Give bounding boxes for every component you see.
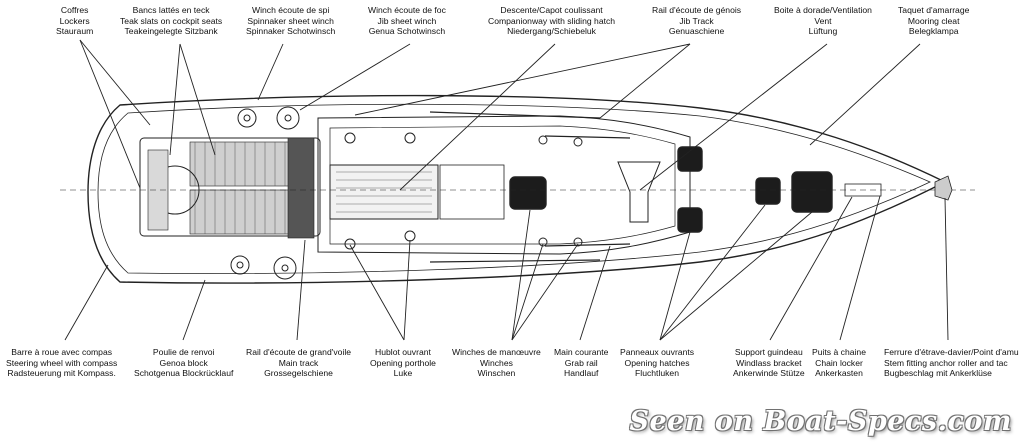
label-line: Ferrure d'étrave-davier/Point d'amu — [884, 347, 1019, 357]
label-support: Support guindeau Windlass bracket Ankerw… — [733, 347, 805, 379]
label-hublot: Hublot ouvrant Opening porthole Luke — [370, 347, 436, 379]
label-line: Hublot ouvrant — [375, 347, 431, 357]
label-panneaux: Panneaux ouvrants Opening hatches Flucht… — [620, 347, 694, 379]
label-line: Rail d'écoute de grand'voile — [246, 347, 352, 357]
label-taquet: Taquet d'amarrage Mooring cleat Belegkla… — [898, 5, 969, 37]
label-line: Winch écoute de foc — [368, 5, 446, 15]
hull-outline — [87, 94, 947, 284]
label-boite-dorade: Boite à dorade/Ventilation Vent Lüftung — [774, 5, 872, 37]
label-line: Bugbeschlag mit Ankerklüse — [884, 368, 992, 379]
winch — [276, 106, 300, 130]
label-line: Belegklampa — [908, 26, 959, 37]
label-winches: Winches de manœuvre Winches Winschen — [452, 347, 541, 379]
label-line: Radsteuerung mit Kompass. — [7, 368, 116, 379]
label-line: Panneaux ouvrants — [620, 347, 695, 357]
label-winch-spi: Winch écoute de spi Spinnaker sheet winc… — [246, 5, 335, 37]
label-coffres: Coffres Lockers Stauraum — [56, 5, 93, 37]
label-line: Ankerwinde Stütze — [733, 368, 805, 379]
label-poulie: Poulie de renvoi Genoa block Schotgenua … — [134, 347, 233, 379]
label-line: Teakeingelegte Sitzbank — [124, 26, 218, 37]
label-line: Stem fitting anchor roller and tac — [884, 357, 1008, 368]
winch — [344, 132, 356, 144]
hatch — [677, 146, 703, 172]
companionway-hatch — [329, 164, 439, 220]
watermark: Seen on Boat-Specs.com — [629, 406, 1012, 437]
winch — [344, 238, 356, 250]
label-line: Genua Schotwinsch — [368, 26, 446, 37]
label-line: Rail d'écoute de génois — [652, 5, 742, 15]
label-line: Coffres — [60, 5, 89, 15]
label-main-courante: Main courante Grab rail Handlauf — [554, 347, 608, 379]
label-line: Lüftung — [808, 26, 838, 37]
hatch — [677, 207, 703, 233]
label-line: Chain locker — [815, 357, 863, 368]
label-line: Opening porthole — [370, 357, 436, 368]
winch — [230, 255, 250, 275]
winch — [273, 256, 297, 280]
label-line: Barre à roue avec compas — [11, 347, 113, 357]
hatch — [791, 171, 833, 213]
label-line: Ankerkasten — [815, 368, 863, 379]
label-line: Winches — [479, 357, 513, 368]
label-line: Opening hatches — [624, 357, 690, 368]
label-line: Descente/Capot coulissant — [500, 5, 603, 15]
label-line: Jib Track — [679, 15, 714, 26]
label-line: Spinnaker sheet winch — [247, 15, 334, 26]
label-line: Vent — [814, 15, 832, 26]
label-winch-foc: Winch écoute de foc Jib sheet winch Genu… — [368, 5, 446, 37]
label-line: Fluchtluken — [635, 368, 679, 379]
stem-fitting — [934, 175, 953, 201]
label-line: Jib sheet winch — [377, 15, 437, 26]
winch — [237, 108, 257, 128]
label-line: Winschen — [477, 368, 516, 379]
label-line: Main courante — [554, 347, 609, 357]
label-line: Main track — [278, 357, 319, 368]
label-line: Luke — [393, 368, 413, 379]
label-line: Winches de manœuvre — [452, 347, 541, 357]
label-line: Genoa block — [159, 357, 208, 368]
label-line: Schotgenua Blockrücklauf — [134, 368, 234, 379]
label-line: Steering wheel with compass — [6, 357, 118, 368]
label-bancs: Bancs lattés en teck Teak slats on cockp… — [120, 5, 222, 37]
label-line: Handlauf — [564, 368, 599, 379]
label-rail-gv: Rail d'écoute de grand'voile Main track … — [246, 347, 351, 379]
label-line: Boite à dorade/Ventilation — [774, 5, 872, 15]
main-track — [287, 137, 315, 239]
label-line: Grab rail — [564, 357, 598, 368]
label-rail-genois: Rail d'écoute de génois Jib Track Genuas… — [652, 5, 741, 37]
hatch — [509, 176, 547, 210]
label-line: Genuaschiene — [668, 26, 725, 37]
hatch — [755, 177, 781, 205]
label-line: Taquet d'amarrage — [898, 5, 970, 15]
windlass — [844, 183, 882, 197]
label-line: Winch écoute de spi — [251, 5, 330, 15]
label-line: Stauraum — [56, 26, 94, 37]
label-line: Support guindeau — [734, 347, 803, 357]
label-barre: Barre à roue avec compas Steering wheel … — [6, 347, 117, 379]
label-line: Mooring cleat — [907, 15, 960, 26]
label-line: Companionway with sliding hatch — [488, 15, 616, 26]
label-line: Puits à chaine — [812, 347, 866, 357]
label-line: Poulie de renvoi — [152, 347, 215, 357]
label-line: Grossegelschiene — [264, 368, 333, 379]
mast-step — [617, 161, 661, 223]
label-ferrure: Ferrure d'étrave-davier/Point d'amu Stem… — [884, 347, 1024, 379]
label-descente: Descente/Capot coulissant Companionway w… — [488, 5, 615, 37]
label-line: Bancs lattés en teck — [132, 5, 210, 15]
label-line: Spinnaker Schotwinsch — [246, 26, 336, 37]
label-line: Windlass bracket — [736, 357, 802, 368]
label-line: Teak slats on cockpit seats — [120, 15, 223, 26]
label-line: Niedergang/Schiebeluk — [507, 26, 596, 37]
label-line: Lockers — [59, 15, 90, 26]
label-puits: Puits à chaine Chain locker Ankerkasten — [812, 347, 866, 379]
